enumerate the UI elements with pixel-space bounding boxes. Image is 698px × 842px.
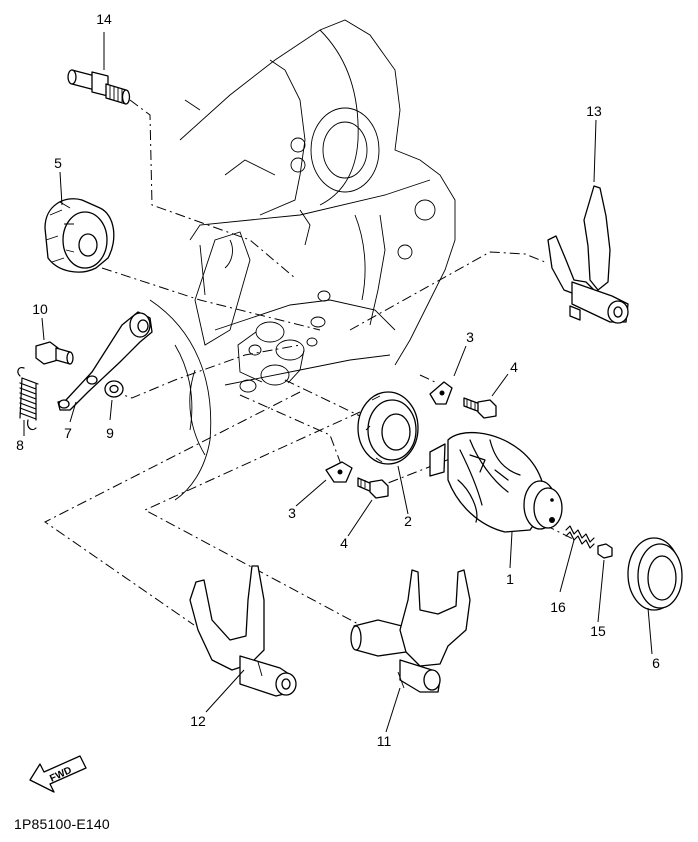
callout-9: 9 xyxy=(106,425,114,441)
part-3-plate-lower xyxy=(325,461,353,483)
part-13-shift-fork xyxy=(547,185,629,324)
part-15-pin xyxy=(597,543,613,559)
part-7-stopper-lever xyxy=(57,311,153,411)
part-4-bolt-upper xyxy=(463,397,497,419)
callout-4-upper: 4 xyxy=(510,359,518,375)
part-3-plate-upper xyxy=(429,381,453,405)
part-14-stud-bolt xyxy=(67,69,131,105)
callout-15: 15 xyxy=(590,623,606,639)
callout-6: 6 xyxy=(652,655,660,671)
callout-5: 5 xyxy=(54,155,62,171)
part-10-bolt xyxy=(35,341,74,365)
part-2-bearing xyxy=(357,391,419,465)
part-9-washer xyxy=(104,380,124,398)
part-4-bolt-lower xyxy=(357,477,389,499)
assembly-lines xyxy=(44,99,576,641)
leader-lines xyxy=(23,32,653,733)
callout-7: 7 xyxy=(64,425,72,441)
part-11-shift-fork xyxy=(350,569,471,693)
callout-2: 2 xyxy=(404,513,412,529)
part-6-oil-seal xyxy=(627,537,683,611)
crankcase-outline xyxy=(149,19,456,501)
callout-3-lower: 3 xyxy=(288,505,296,521)
part-5-segment xyxy=(44,198,115,273)
callout-4-lower: 4 xyxy=(340,535,348,551)
part-1-shift-drum xyxy=(429,431,563,533)
callout-10: 10 xyxy=(32,301,48,317)
callout-3-upper: 3 xyxy=(466,329,474,345)
part-12-shift-fork xyxy=(189,565,297,697)
part-code: 1P85100-E140 xyxy=(14,816,110,832)
callout-13: 13 xyxy=(586,103,602,119)
callout-11: 11 xyxy=(377,733,392,749)
callout-14: 14 xyxy=(96,11,112,27)
callout-16: 16 xyxy=(550,599,566,615)
callout-12: 12 xyxy=(190,713,206,729)
fwd-arrow-icon: FWD xyxy=(29,755,87,793)
callout-1: 1 xyxy=(506,571,514,587)
callout-8: 8 xyxy=(16,437,24,453)
part-8-spring xyxy=(17,367,39,431)
part-16-spring xyxy=(565,525,595,549)
callout-labels: 14 5 10 7 8 9 13 3 4 3 4 2 1 16 15 6 12 … xyxy=(16,11,660,749)
